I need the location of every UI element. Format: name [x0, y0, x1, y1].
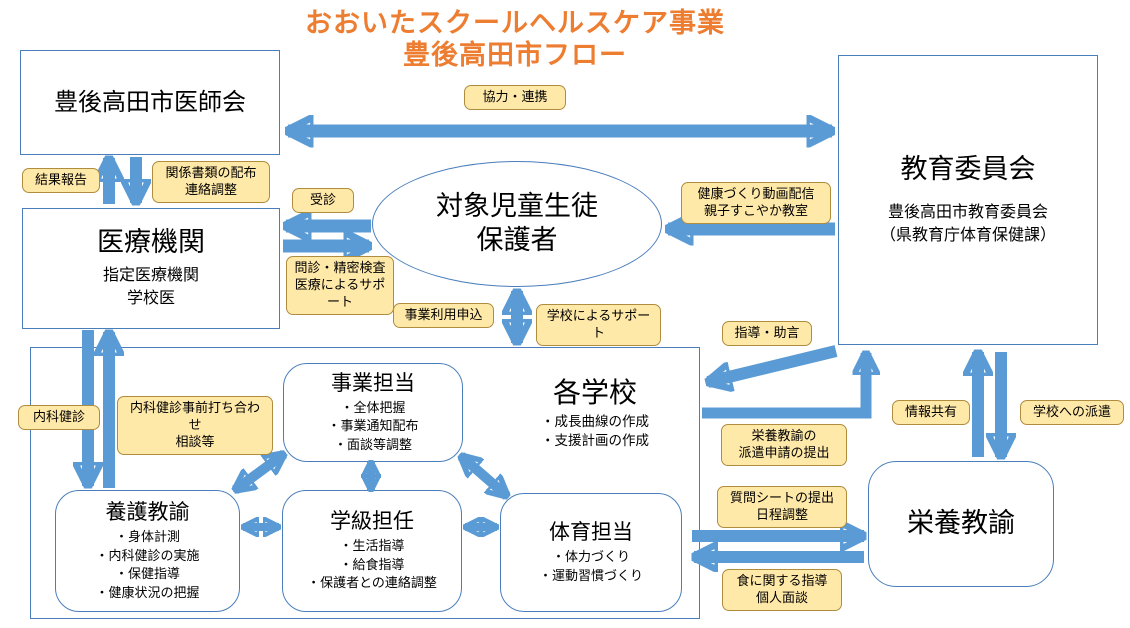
label-school-dispatch: 学校への派遣	[1020, 400, 1124, 425]
label-school-support: 学校によるサポート	[536, 304, 661, 346]
each-school-item: ・支援計画の作成	[541, 432, 649, 448]
node-class-teacher: 学級担任 ・生活指導 ・給食指導 ・保護者との連絡調整	[282, 490, 462, 612]
label-question-sheet: 質問シートの提出 日程調整	[717, 486, 847, 528]
node-nutrition-teacher: 栄養教諭	[868, 461, 1054, 587]
nursing-teacher-item: ・身体計測	[114, 529, 180, 545]
project-staff-title: 事業担当	[331, 371, 415, 395]
project-staff-item: ・事業通知配布	[327, 418, 419, 434]
class-teacher-item: ・給食指導	[339, 556, 405, 572]
pe-staff-item: ・体力づくり	[551, 549, 630, 565]
node-pe-staff: 体育担当 ・体力づくり ・運動習慣づくり	[500, 493, 682, 612]
page-title: おおいたスクールヘルスケア事業 豊後高田市フロー	[240, 8, 790, 72]
nursing-teacher-item: ・内科健診の実施	[95, 547, 200, 563]
node-target-students: 対象児童生徒 保護者	[372, 161, 662, 287]
label-application: 事業利用申込	[393, 303, 494, 328]
label-health-video: 健康づくり動画配信 親子すこやか教室	[681, 182, 831, 224]
label-documents: 関係書類の配布 連絡調整	[152, 161, 270, 203]
board-of-education-sub2: （県教育庁体育保健課）	[879, 226, 1056, 244]
medical-association-title: 豊後高田市医師会	[54, 88, 246, 116]
nutrition-teacher-title: 栄養教諭	[907, 508, 1015, 539]
each-school-title: 各学校	[552, 377, 637, 408]
project-staff-item: ・全体把握	[340, 399, 406, 415]
board-of-education-title: 教育委員会	[900, 153, 1036, 184]
arrow-guidance	[708, 345, 838, 382]
label-info-sharing: 情報共有	[892, 400, 970, 425]
class-teacher-item: ・生活指導	[339, 538, 405, 554]
class-teacher-item: ・保護者との連絡調整	[307, 575, 437, 591]
medical-institution-title: 医療機関	[97, 227, 205, 258]
target-students-line1: 対象児童生徒	[436, 191, 598, 222]
label-checkup: 内科健診	[18, 405, 100, 430]
each-school-item: ・成長曲線の作成	[541, 413, 649, 429]
page-title-line1: おおいたスクールヘルスケア事業	[305, 8, 725, 38]
node-project-staff: 事業担当 ・全体把握 ・事業通知配布 ・面談等調整	[283, 363, 463, 462]
node-medical-association: 豊後高田市医師会	[20, 50, 280, 155]
medical-institution-sub1: 指定医療機関	[102, 267, 199, 285]
label-checkup-meeting: 内科健診事前打ち合わせ 相談等	[117, 396, 273, 455]
label-result-report: 結果報告	[22, 168, 100, 193]
nursing-teacher-item: ・保健指導	[114, 566, 180, 582]
page-title-line2: 豊後高田市フロー	[403, 39, 627, 70]
class-teacher-title: 学級担任	[330, 510, 414, 534]
nursing-teacher-title: 養護教諭	[105, 500, 190, 524]
target-students-line2: 保護者	[476, 225, 558, 255]
pe-staff-item: ・運動習慣づくり	[538, 567, 643, 583]
node-nursing-teacher: 養護教諭 ・身体計測 ・内科健診の実施 ・保健指導 ・健康状況の把握	[55, 490, 240, 612]
label-guidance: 指導・助言	[722, 321, 812, 346]
label-interview: 問診・精密検査 医療によるサポート	[286, 256, 394, 315]
node-board-of-education: 教育委員会 豊後高田市教育委員会 （県教育庁体育保健課）	[838, 55, 1098, 345]
medical-institution-sub2: 学校医	[126, 290, 175, 308]
pe-staff-title: 体育担当	[549, 520, 633, 544]
label-diet-guidance: 食に関する指導 個人面談	[722, 569, 842, 611]
label-consultation: 受診	[292, 188, 354, 213]
node-each-school: 各学校 ・成長曲線の作成 ・支援計画の作成	[505, 376, 685, 450]
arrow-dispatch-request	[702, 353, 866, 419]
nursing-teacher-item: ・健康状況の把握	[95, 584, 200, 600]
node-medical-institution: 医療機関 指定医療機関 学校医	[22, 208, 280, 329]
label-cooperation: 協力・連携	[464, 85, 566, 110]
project-staff-item: ・面談等調整	[333, 436, 412, 452]
label-dispatch-request: 栄養教諭の 派遣申請の提出	[721, 424, 847, 466]
board-of-education-sub1: 豊後高田市教育委員会	[887, 203, 1048, 221]
